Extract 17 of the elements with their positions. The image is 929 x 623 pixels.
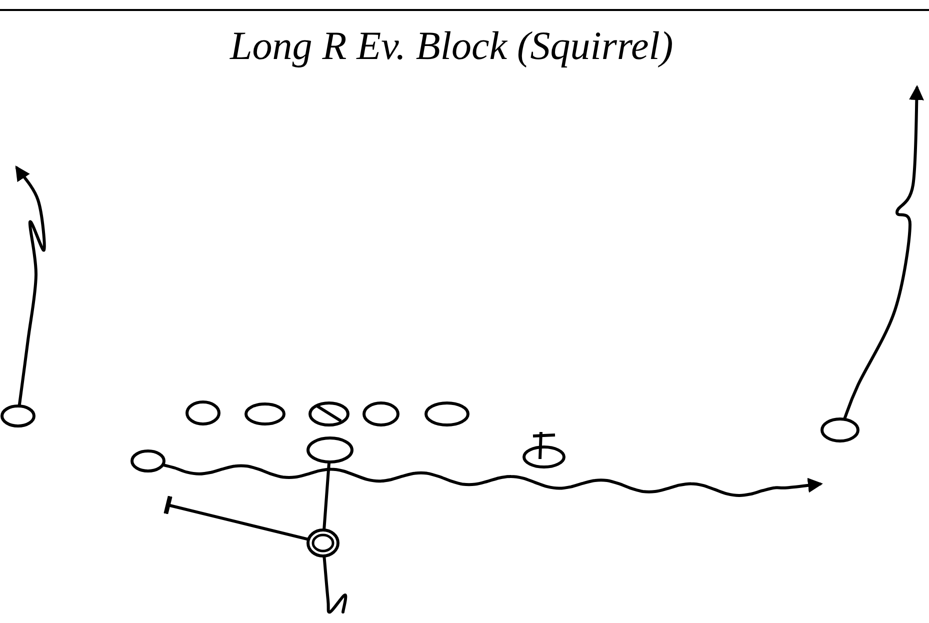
center-circle [307,400,351,428]
quarterback-circle [305,435,355,465]
lineman-circle [184,399,222,427]
receiver-circle [819,416,861,444]
slot-receiver-circle [129,448,167,474]
route-line [322,556,348,614]
lineman-circle [243,401,287,427]
receiver-circle [0,403,37,429]
route-arrow [15,166,46,406]
block-line [164,494,310,541]
route-line [322,462,330,530]
route-arrow [843,85,924,420]
play-title: Long R Ev. Block (Squirrel) [230,22,674,69]
lineman-circle [423,400,471,428]
lineman-circle [361,400,401,428]
running-back-circle [305,527,341,559]
motion-arrow [162,464,823,497]
